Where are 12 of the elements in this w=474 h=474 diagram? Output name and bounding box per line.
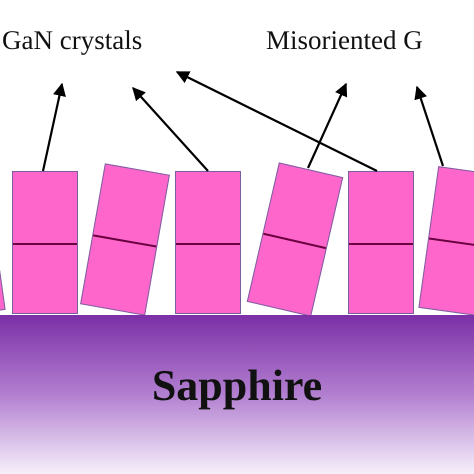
crystal-block [175,171,241,314]
crystal-label: Misoriented G [266,27,423,54]
arrow [307,82,348,168]
crystal-block [12,171,78,314]
arrow [42,82,66,172]
crystal-label: GaN crystals [2,27,142,54]
substrate-label: Sapphire [150,360,324,411]
crystal-block [348,171,414,314]
arrow [176,71,378,172]
arrow [132,87,209,172]
arrow [414,86,444,166]
substrate-layer [0,315,474,474]
